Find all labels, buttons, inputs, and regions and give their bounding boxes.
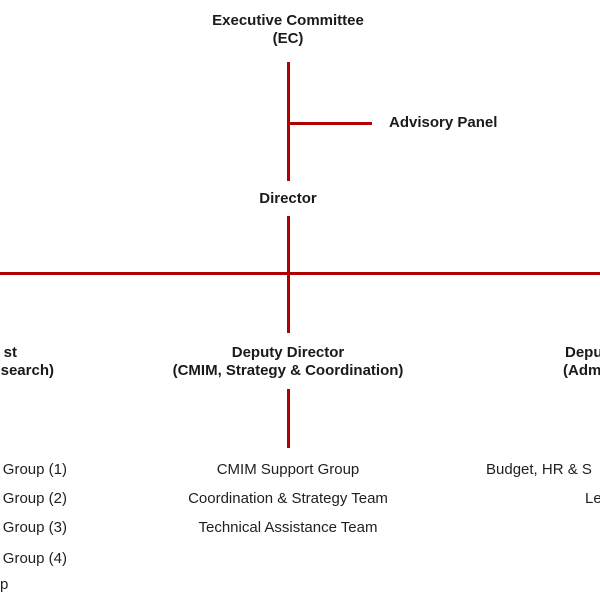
center-item-2: Coordination & Strategy Team: [188, 490, 388, 507]
director-label: Director: [259, 190, 317, 207]
deputy-center-title: Deputy Director: [231, 344, 345, 361]
executive-committee-title: Executive Committee: [212, 12, 364, 29]
right-item-2: Le: [585, 490, 600, 507]
left-item-1: Group (1): [2, 461, 67, 478]
executive-committee-node: Executive Committee (EC): [188, 12, 388, 48]
advisory-panel-node: Advisory Panel: [389, 114, 497, 132]
left-item-5: p: [0, 576, 9, 593]
connector-ec-director: [287, 62, 290, 181]
director-node: Director: [188, 190, 388, 208]
deputy-left-title: st: [3, 344, 17, 361]
advisory-panel-label: Advisory Panel: [389, 114, 498, 131]
left-item-4: Group (4): [2, 550, 67, 567]
connector-deputy-center-down: [287, 389, 290, 448]
deputy-center-subtitle: (CMIM, Strategy & Coordination): [172, 362, 404, 379]
deputy-left-node: st search): [0, 344, 54, 380]
deputy-right-title: Depu: [565, 344, 600, 361]
deputy-center-node: Deputy Director (CMIM, Strategy & Coordi…: [138, 344, 438, 380]
deputy-left-subtitle: search): [0, 362, 54, 379]
executive-committee-abbrev: (EC): [272, 30, 304, 47]
center-item-3: Technical Assistance Team: [198, 519, 378, 536]
left-item-2: Group (2): [2, 490, 67, 507]
right-item-1: Budget, HR & S: [486, 461, 592, 478]
left-item-3: Group (3): [2, 519, 67, 536]
center-item-1: CMIM Support Group: [216, 461, 360, 478]
deputy-right-subtitle: (Adm: [563, 362, 600, 379]
connector-advisory-panel: [289, 122, 372, 125]
connector-horizontal-bar: [0, 272, 600, 275]
deputy-right-node: Depu (Adm: [563, 344, 600, 380]
